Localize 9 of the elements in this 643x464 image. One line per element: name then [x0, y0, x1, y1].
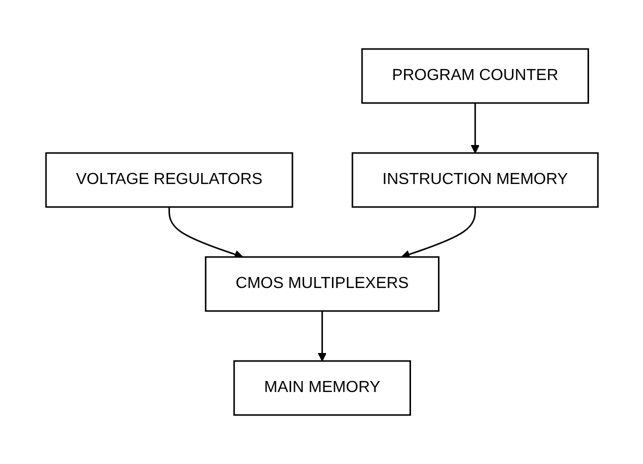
node-box: MAIN MEMORY: [232, 360, 411, 416]
node-box: INSTRUCTION MEMORY: [351, 152, 598, 208]
node-box: PROGRAM COUNTER: [360, 48, 589, 104]
arrow: [470, 103, 480, 154]
node-box: VOLTAGE REGULATORS: [44, 152, 293, 208]
arrow: [400, 207, 476, 259]
arrow: [317, 311, 326, 362]
arrow: [168, 207, 243, 259]
node-box: CMOS MULTIPLEXERS: [204, 256, 440, 312]
